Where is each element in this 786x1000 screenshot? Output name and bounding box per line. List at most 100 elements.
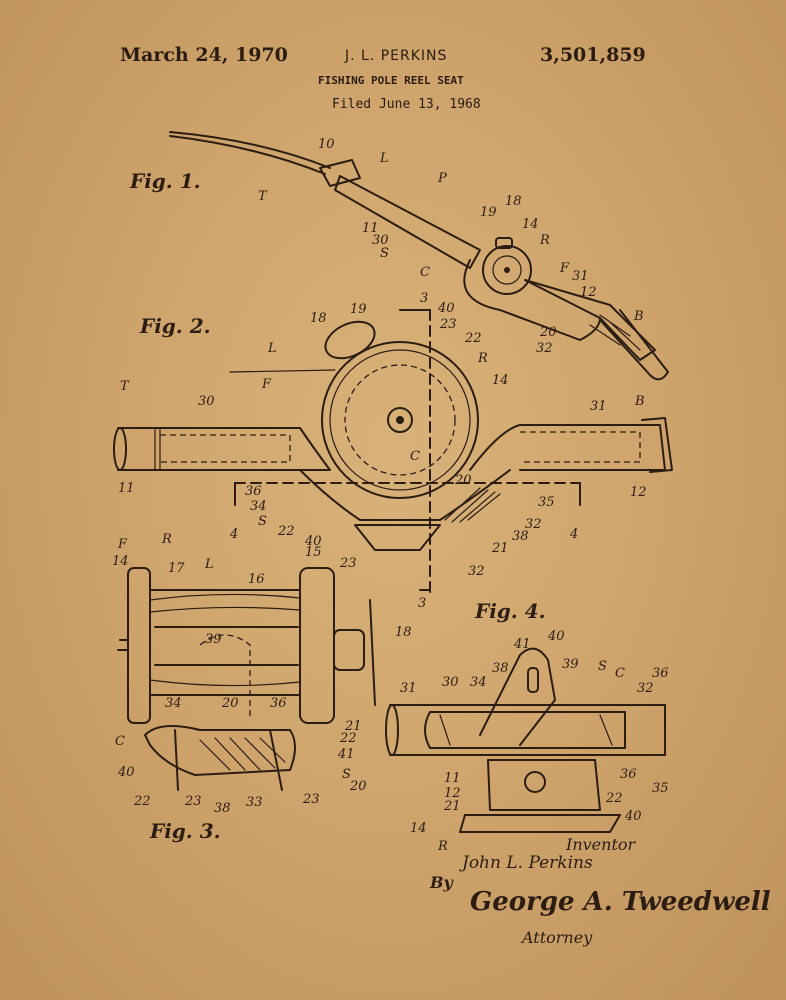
patent-number: 3,501,859	[540, 44, 646, 66]
fig3-line-wind	[149, 593, 301, 687]
label: 4	[229, 527, 238, 542]
fig4-title: Fig. 4.	[474, 599, 546, 623]
fig2-section-ticks-4	[234, 482, 581, 506]
label: 22	[464, 331, 482, 346]
label: 23	[184, 794, 202, 809]
fig4-slot	[424, 711, 626, 749]
label: 40	[304, 534, 322, 549]
label: 35	[652, 781, 669, 796]
label: 18	[395, 625, 412, 640]
fig2-reel-dashed	[344, 364, 456, 476]
fig2-reel-hub	[387, 407, 413, 433]
fig2-reel-center	[396, 416, 404, 424]
fig2-front-grip	[117, 427, 331, 471]
label: 19	[350, 302, 367, 317]
figure-2: Fig. 2.	[113, 309, 673, 596]
fig2-rear-bore	[520, 431, 641, 463]
fig1-rod-tip	[169, 131, 331, 169]
label: 11	[362, 221, 379, 236]
inventor-name: John L. Perkins	[459, 853, 593, 873]
label: 30	[442, 675, 459, 690]
label: R	[539, 233, 550, 248]
fig1-reel-knob	[495, 237, 513, 249]
label: 20	[454, 473, 472, 488]
label: S	[598, 659, 607, 674]
label: 36	[620, 767, 637, 782]
fig4-base	[459, 814, 621, 833]
label: P	[437, 171, 447, 186]
label: 40	[547, 629, 565, 644]
fig2-rear-grip	[469, 424, 666, 471]
label: 21	[443, 799, 461, 814]
fig4-slot-detail	[439, 714, 613, 746]
label: 12	[444, 786, 461, 801]
fig4-tube	[389, 704, 666, 756]
label: L	[379, 151, 389, 166]
figure-4: Fig. 4.	[385, 599, 666, 833]
fig1-handle-front	[334, 175, 481, 269]
label: 14	[112, 554, 129, 569]
fig2-reel-outer	[321, 341, 479, 499]
figure-1: Fig. 1.	[129, 131, 669, 381]
fig3-seat	[144, 725, 296, 776]
fig3-screw-left	[174, 729, 179, 791]
label: 3	[418, 596, 426, 611]
fig3-crank-handle	[369, 599, 376, 706]
label: 39	[562, 657, 579, 672]
label: 22	[133, 794, 151, 809]
patent-date: March 24, 1970	[120, 44, 288, 66]
attorney-signature: George A. Tweedwell	[470, 887, 771, 917]
fig2-line	[229, 369, 336, 373]
label: 17	[168, 561, 185, 576]
label: S	[380, 246, 389, 261]
label: C	[420, 265, 430, 280]
label: 32	[468, 564, 485, 579]
label: 36	[245, 484, 262, 499]
label: 14	[522, 217, 539, 232]
label: 30	[372, 233, 389, 248]
label: R	[161, 532, 172, 547]
label: 33	[246, 795, 263, 810]
label: 14	[492, 373, 509, 388]
label: 41	[513, 637, 531, 652]
by-label: By	[429, 873, 455, 892]
label: S	[342, 767, 351, 782]
label: 15	[305, 545, 322, 560]
fig1-seat	[463, 259, 601, 341]
label: 22	[339, 731, 357, 746]
label: 20	[349, 779, 367, 794]
filed-date: Filed June 13, 1968	[332, 97, 481, 112]
label: 4	[569, 527, 578, 542]
label: T	[120, 379, 130, 394]
label: F	[117, 537, 128, 552]
label: 40	[624, 809, 642, 824]
label: 22	[605, 791, 623, 806]
fig2-title: Fig. 2.	[139, 314, 211, 338]
label: 31	[400, 681, 417, 696]
fig1-reel-hub	[504, 267, 510, 273]
reference-labels: 10 L P T 19 18 14 R 11 30 S C F 31 40 12…	[112, 137, 669, 854]
fig3-title: Fig. 3.	[149, 819, 221, 843]
label: 19	[480, 205, 497, 220]
label: 34	[165, 696, 182, 711]
fig1-reel	[482, 245, 532, 295]
fig3-bars	[154, 626, 299, 666]
fig2-clamp	[354, 524, 441, 551]
fig4-screw-head	[524, 771, 546, 793]
label: L	[204, 557, 214, 572]
fig3-hidden	[199, 634, 251, 720]
fig3-right-flange	[299, 567, 335, 724]
label: 31	[590, 399, 607, 414]
label: 34	[250, 499, 267, 514]
label: 35	[538, 495, 555, 510]
label: 38	[214, 801, 231, 816]
label: C	[410, 449, 420, 464]
attorney-title: Attorney	[520, 928, 593, 947]
fig1-butt	[599, 309, 669, 381]
label: 36	[270, 696, 287, 711]
label: 18	[310, 311, 327, 326]
signature-block: Inventor John L. Perkins By George A. Tw…	[429, 835, 771, 947]
fig3-left-flange	[127, 567, 151, 724]
label: 41	[337, 747, 355, 762]
fig2-hatch	[444, 487, 501, 523]
